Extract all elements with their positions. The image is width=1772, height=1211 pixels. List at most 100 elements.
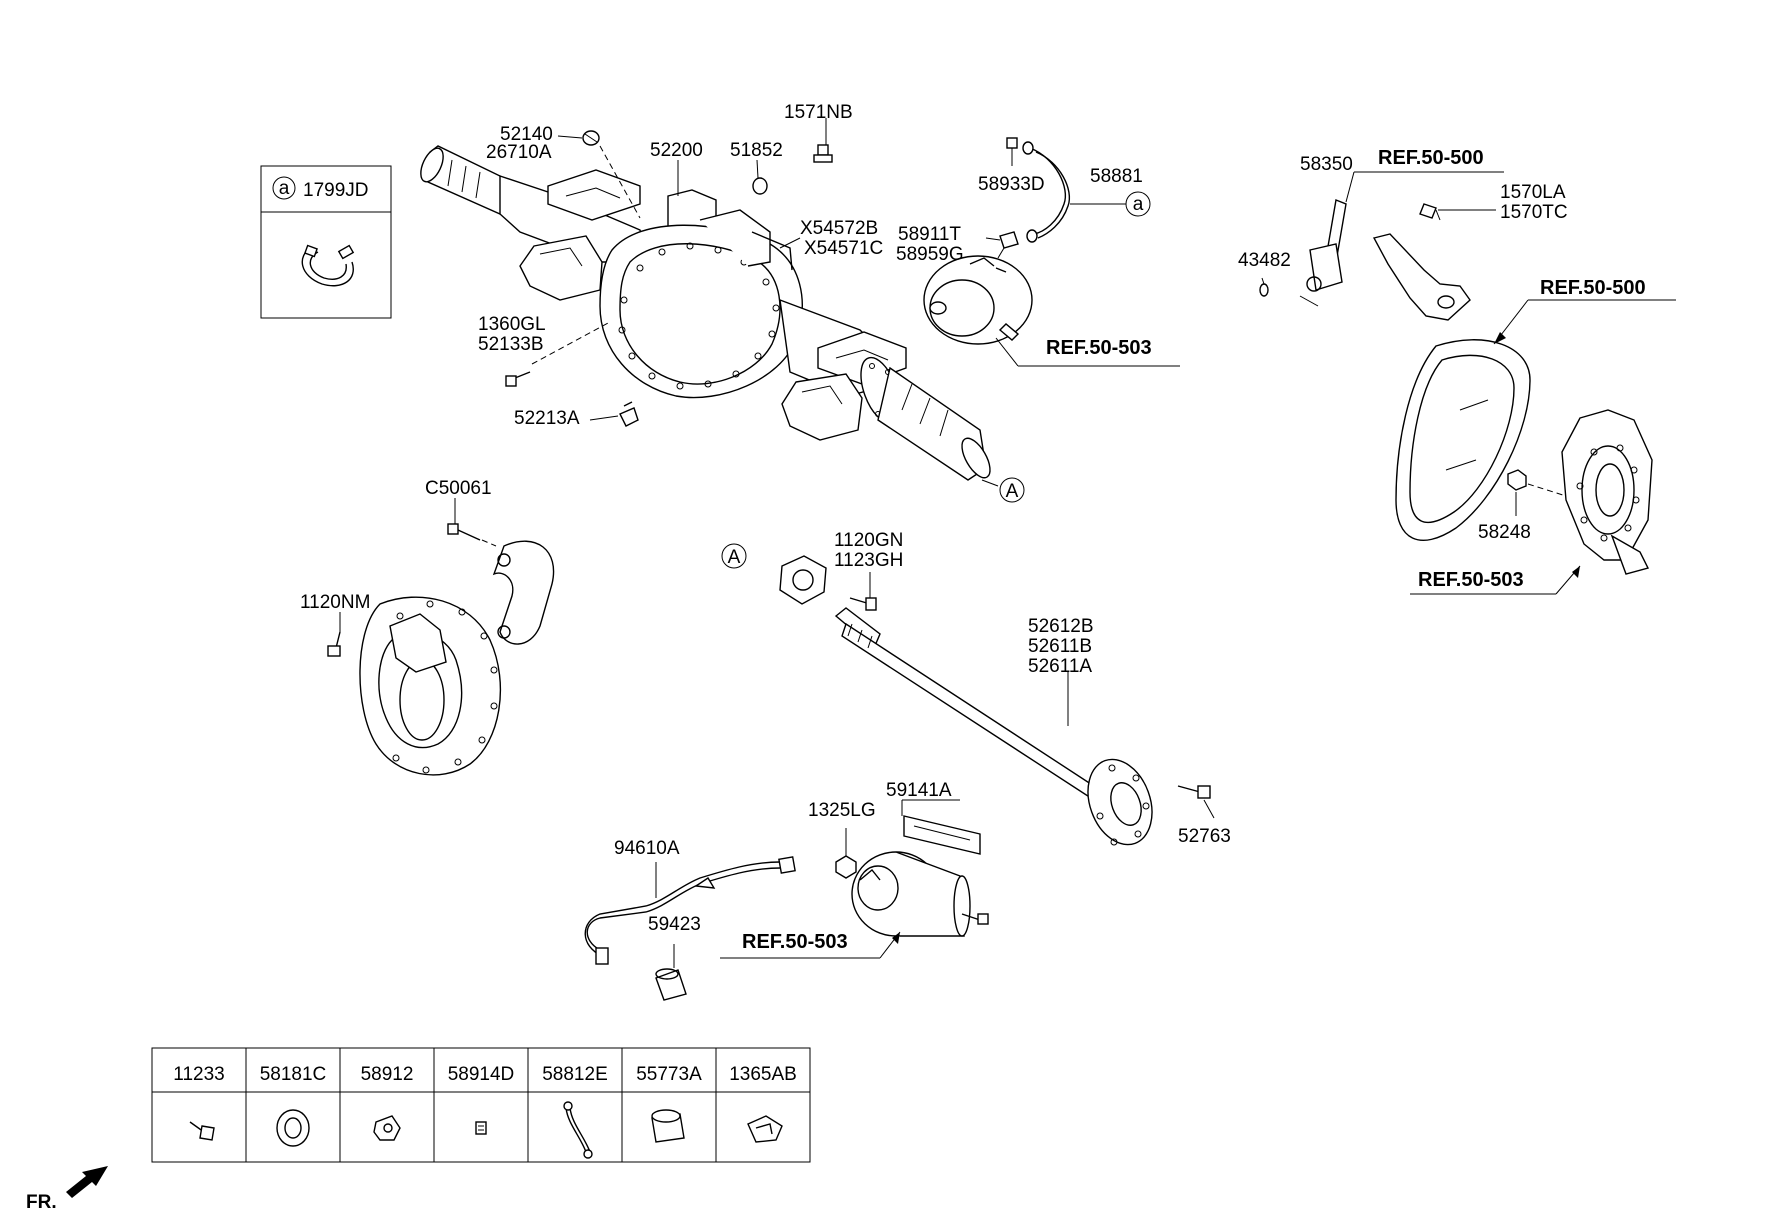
part-label-1799jd: 1799JD — [303, 180, 369, 201]
svg-text:A: A — [1006, 481, 1019, 502]
axle-shaft — [834, 607, 1153, 846]
label-c50061: C50061 — [425, 478, 492, 499]
fitting-58911t-icon — [997, 231, 1019, 259]
bearing-cap — [492, 540, 555, 645]
label-43482: 43482 — [1238, 250, 1291, 271]
clevis-bracket — [903, 815, 981, 855]
band-clamp-icon — [301, 244, 355, 287]
leader-lines-shaft — [869, 572, 1215, 819]
tube-icon — [563, 1101, 593, 1159]
table-header-58914d: 58914D — [448, 1064, 515, 1085]
label-58933d: 58933D — [978, 174, 1045, 195]
label-52200: 52200 — [650, 140, 703, 161]
ref-50-500-right: REF.50-500 — [1540, 277, 1646, 299]
label-52133b: 52133B — [478, 334, 544, 355]
label-1120nm: 1120NM — [300, 592, 370, 613]
label-58959g: 58959G — [896, 244, 964, 265]
ref-50-503-right: REF.50-503 — [1418, 569, 1524, 591]
axle-housing — [420, 145, 991, 481]
label-1571nb: 1571NB — [784, 102, 853, 123]
ref-50-500-top: REF.50-500 — [1378, 147, 1484, 169]
table-header-58181c: 58181C — [260, 1064, 327, 1085]
label-1360gl: 1360GL — [478, 314, 546, 335]
brake-hose-58881 — [1022, 141, 1070, 243]
leader-lines-hub-left — [339, 498, 497, 632]
label-52611a: 52611A — [1028, 656, 1092, 677]
label-52612b: 52612B — [1028, 616, 1094, 637]
o-ring-icon — [752, 177, 768, 195]
slack-adjuster — [1299, 199, 1347, 307]
nut-58248-icon — [1507, 469, 1527, 491]
bolt-1360gl-icon — [505, 371, 531, 387]
label-58248: 58248 — [1478, 522, 1531, 543]
label-52611b: 52611B — [1028, 636, 1092, 657]
seal-ring-icon — [276, 1109, 310, 1147]
nut-locknut-icon — [779, 555, 827, 605]
fitting-58933d-icon — [1006, 137, 1018, 166]
clip-icon — [747, 1115, 783, 1143]
abs-sensor-cable — [584, 856, 796, 965]
circle-a-marker: a — [279, 178, 290, 199]
circle-a-hose: a — [1125, 191, 1151, 217]
leader-lines-hub — [1410, 299, 1676, 595]
bolt-1120nm-icon — [327, 631, 341, 657]
label-x54572b: X54572B — [800, 218, 878, 239]
table-header-1365ab: 1365AB — [729, 1064, 797, 1085]
brake-chamber-top — [923, 255, 1033, 345]
backing-plate — [1395, 339, 1531, 541]
label-1570la: 1570LA — [1500, 182, 1566, 203]
label-52213a: 52213A — [514, 408, 580, 429]
drain-plug-icon — [619, 401, 639, 427]
inset-box-1799jd: a 1799JD — [260, 165, 392, 319]
table-header-55773a: 55773A — [636, 1064, 702, 1085]
label-58881: 58881 — [1090, 166, 1143, 187]
bolt-icon — [189, 1121, 215, 1141]
table-header-58812e: 58812E — [542, 1064, 608, 1085]
spring-brake-chamber — [851, 851, 989, 937]
bolt-c50061-icon — [447, 523, 481, 541]
label-51852: 51852 — [730, 140, 783, 161]
sensor-bushing-icon — [655, 968, 687, 1001]
label-1570tc: 1570TC — [1500, 202, 1568, 223]
breather-icon — [813, 144, 833, 163]
brake-spider-hub — [1561, 409, 1653, 575]
label-1325lg: 1325LG — [808, 800, 876, 821]
leader-lines-slack — [1261, 171, 1504, 285]
parts-table: 11233 58181C 58912 58914D 58812E 55773A … — [151, 1047, 811, 1163]
label-x54571c: X54571C — [804, 238, 883, 259]
ref-50-503-chamber: REF.50-503 — [1046, 337, 1152, 359]
vent-plug-icon — [582, 130, 600, 146]
bushing-icon — [651, 1109, 685, 1143]
leader-lines-chamber — [985, 203, 1180, 367]
label-59141a: 59141A — [886, 780, 952, 801]
washer-43482-icon — [1259, 283, 1269, 297]
svg-text:a: a — [1133, 194, 1144, 215]
table-header-58912: 58912 — [361, 1064, 414, 1085]
bolt-1120gn-icon — [849, 597, 877, 611]
label-1123gh: 1123GH — [834, 550, 903, 571]
nut-1325lg-icon — [835, 855, 857, 879]
svg-text:A: A — [728, 547, 741, 568]
connector-icon — [373, 1115, 401, 1141]
label-58350: 58350 — [1300, 154, 1353, 175]
table-header-11233: 11233 — [173, 1064, 224, 1085]
front-direction-indicator: FR. — [26, 1166, 108, 1211]
label-94610a: 94610A — [614, 838, 680, 859]
wheel-hub — [359, 596, 502, 776]
bolt-52763-icon — [1177, 785, 1211, 799]
grease-nipple-icon — [1419, 203, 1437, 219]
circle-A-axle: A — [999, 477, 1025, 503]
leader-lines-bottom — [655, 799, 960, 968]
ref-50-503-bottom: REF.50-503 — [742, 931, 848, 953]
label-1120gn: 1120GN — [834, 530, 903, 551]
circle-A-shaft: A — [721, 543, 747, 569]
label-58911t: 58911T — [898, 224, 961, 245]
label-52140: 52140 — [500, 124, 553, 145]
bracket-right — [1372, 233, 1471, 321]
label-26710a: 26710A — [486, 142, 552, 163]
label-59423: 59423 — [648, 914, 701, 935]
leader-lines-axle — [531, 118, 999, 487]
front-label: FR. — [26, 1192, 57, 1211]
fitting-icon — [475, 1121, 487, 1135]
